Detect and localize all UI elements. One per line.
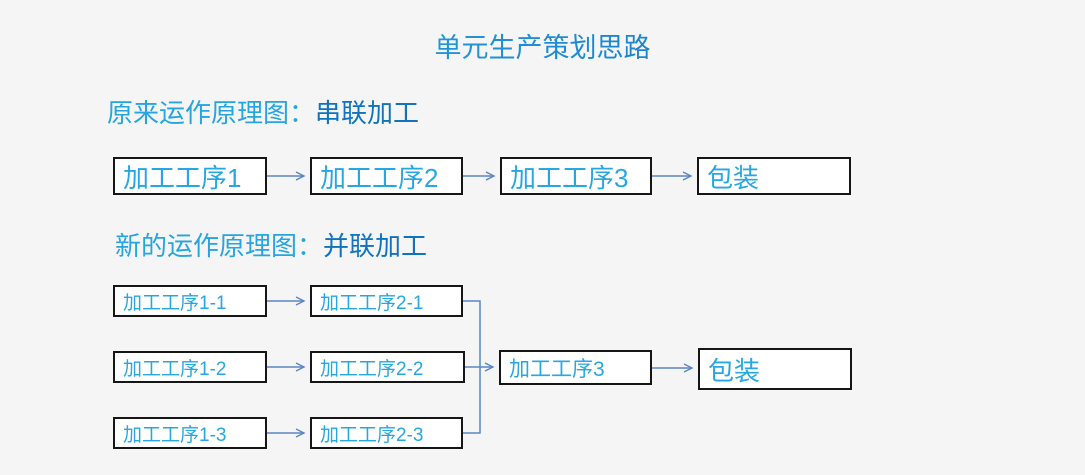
page-title: 单元生产策划思路 xyxy=(0,26,1085,65)
serial-section-heading: 原来运作原理图：串联加工 xyxy=(107,93,419,130)
flow-box-process-1: 加工工序1 xyxy=(113,157,267,195)
serial-heading-emphasis: 串联加工 xyxy=(315,98,420,128)
parallel-heading-prefix: 新的运作原理图： xyxy=(115,231,324,261)
flow-box-label: 加工工序2-3 xyxy=(320,424,424,446)
flow-box-process-1-1: 加工工序1-1 xyxy=(113,285,267,317)
flow-box-label: 加工工序2-1 xyxy=(320,292,424,314)
parallel-section-heading: 新的运作原理图：并联加工 xyxy=(115,226,427,263)
flow-box-label: 加工工序1 xyxy=(123,162,242,193)
merge-connector-top-bottom xyxy=(463,300,481,434)
flow-box-label: 加工工序2-2 xyxy=(320,358,424,380)
flow-box-process-2-1: 加工工序2-1 xyxy=(310,285,463,317)
flow-box-label: 加工工序3 xyxy=(509,357,605,381)
flow-box-label: 加工工序1-2 xyxy=(123,358,227,380)
flow-box-process-3: 加工工序3 xyxy=(500,157,652,195)
flow-box-label: 加工工序1-3 xyxy=(123,424,227,446)
serial-heading-prefix: 原来运作原理图： xyxy=(107,98,316,128)
flow-box-process-2-2: 加工工序2-2 xyxy=(310,351,465,383)
flow-box-process-1-3: 加工工序1-3 xyxy=(113,417,267,449)
flow-box-label: 加工工序3 xyxy=(510,162,629,193)
flow-box-label: 加工工序1-1 xyxy=(123,292,227,314)
flow-box-process-2-3: 加工工序2-3 xyxy=(310,417,463,449)
flow-box-final-packaging: 包装 xyxy=(698,348,852,390)
flow-box-label: 包装 xyxy=(708,355,761,386)
flow-box-process-1-2: 加工工序1-2 xyxy=(113,351,267,383)
parallel-heading-emphasis: 并联加工 xyxy=(323,231,428,261)
flow-box-process-2: 加工工序2 xyxy=(310,157,463,195)
flow-box-label: 加工工序2 xyxy=(320,162,439,193)
flow-box-packaging: 包装 xyxy=(697,157,851,195)
flow-box-merge-process-3: 加工工序3 xyxy=(499,350,652,385)
flow-box-label: 包装 xyxy=(707,162,760,193)
